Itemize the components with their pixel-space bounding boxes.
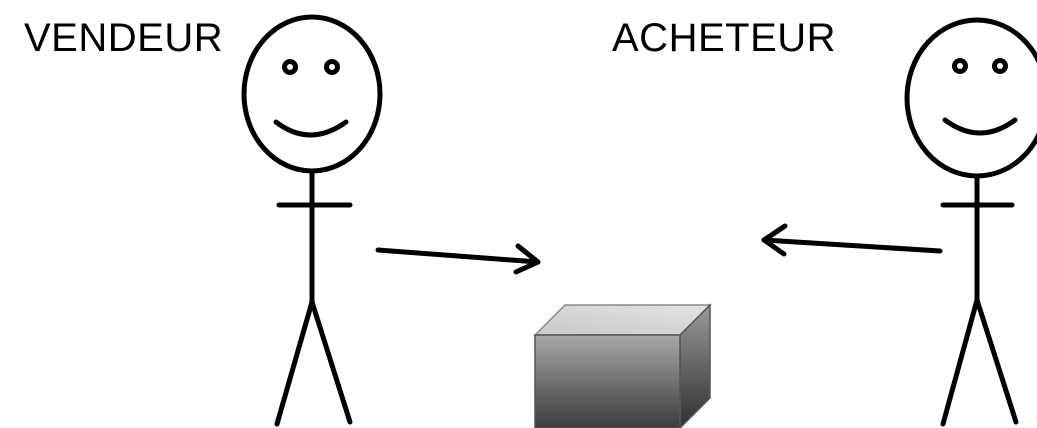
seller-head [241, 14, 383, 174]
buyer-smile [942, 117, 1018, 136]
box-icon [533, 303, 712, 428]
buyer-right-leg [974, 297, 1019, 425]
seller-left-leg [274, 299, 315, 427]
seller-right-leg [309, 299, 353, 425]
buyer-label: ACHETEUR [612, 16, 837, 60]
seller-arrow [375, 243, 541, 275]
buyer-arrow [761, 223, 943, 257]
buyer-left-eye [952, 58, 968, 74]
seller-label: VENDEUR [24, 16, 224, 60]
buyer-figure [904, 17, 1037, 427]
seller-right-eye [324, 59, 340, 75]
box-front-face [534, 334, 681, 428]
seller-smile [273, 119, 349, 138]
seller-figure [241, 14, 383, 427]
buyer-head [904, 17, 1037, 179]
buyer-right-eye [992, 58, 1008, 74]
seller-left-eye [282, 59, 298, 75]
buyer-left-leg [940, 297, 980, 427]
